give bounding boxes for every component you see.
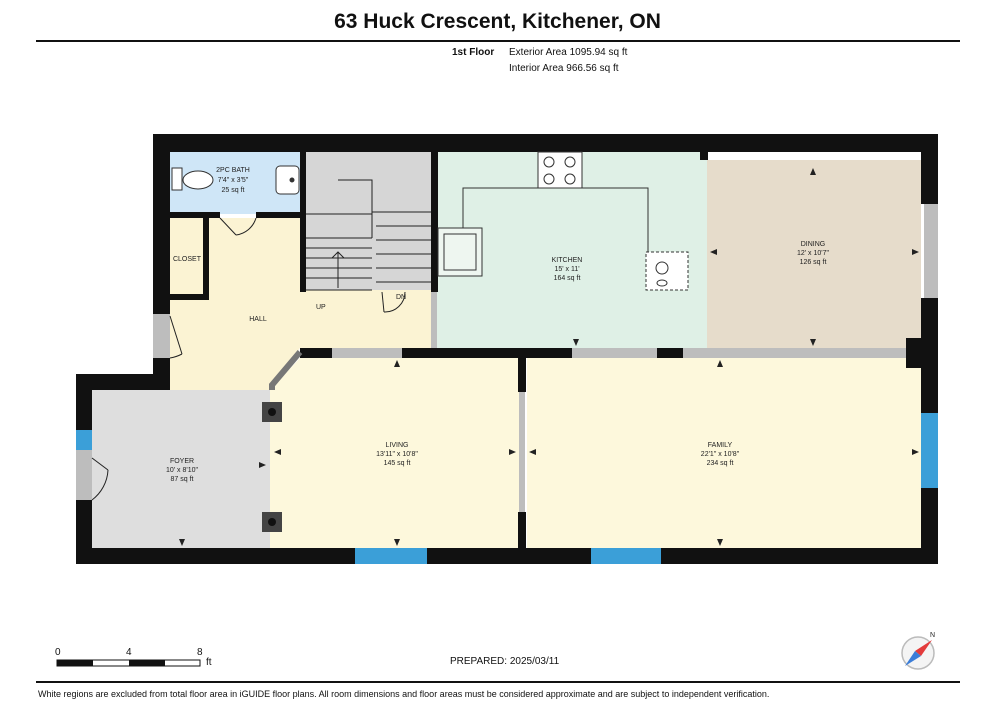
closet-name: CLOSET xyxy=(173,256,202,263)
kitchen-fixtures xyxy=(437,151,689,291)
prepared-date: PREPARED: 2025/03/11 xyxy=(450,656,560,667)
scale-bar xyxy=(56,659,201,667)
stairs-down-label: DN xyxy=(396,294,406,301)
dining-name: DINING xyxy=(801,241,826,248)
windows xyxy=(76,413,938,564)
dining-fill xyxy=(707,160,921,348)
scale-mark-4: 4 xyxy=(126,647,132,658)
living-dims: 13'11" x 10'8" xyxy=(376,451,418,458)
bath-area: 25 sq ft xyxy=(222,187,245,194)
columns xyxy=(262,402,282,532)
scale-mark-8: 8 xyxy=(197,647,203,658)
foyer-fill xyxy=(92,390,270,548)
stairs-up-label: UP xyxy=(316,304,326,311)
foyer-area: 87 sq ft xyxy=(171,476,194,483)
dining-dims: 12' x 10'7" xyxy=(797,250,830,257)
foyer-name: FOYER xyxy=(170,458,194,465)
bath-fixtures xyxy=(171,165,300,195)
kitchen-name: KITCHEN xyxy=(552,257,583,264)
scale-mark-0: 0 xyxy=(55,647,61,658)
dining-area: 126 sq ft xyxy=(800,259,827,266)
openings xyxy=(76,204,938,512)
kitchen-dims: 15' x 11' xyxy=(554,266,579,273)
exterior-area: Exterior Area 1095.94 sq ft xyxy=(509,47,628,58)
floor-name: 1st Floor xyxy=(452,47,495,58)
family-area: 234 sq ft xyxy=(707,460,734,467)
compass-north: N xyxy=(930,632,935,639)
interior-walls xyxy=(170,152,924,550)
compass-icon: N xyxy=(901,632,935,670)
interior-area: Interior Area 966.56 sq ft xyxy=(509,63,619,74)
scale-unit: ft xyxy=(206,657,212,668)
hall-name: HALL xyxy=(249,316,267,323)
angled-wall xyxy=(269,350,303,390)
footer-rule xyxy=(36,681,960,683)
doors xyxy=(91,217,406,501)
page-title: 63 Huck Crescent, Kitchener, ON xyxy=(334,10,661,33)
family-name: FAMILY xyxy=(708,442,733,449)
exterior-walls xyxy=(76,134,938,564)
living-fill xyxy=(270,358,520,548)
bath-name: 2PC BATH xyxy=(216,167,250,174)
dimension-markers xyxy=(179,168,919,546)
foyer-dims: 10' x 8'10" xyxy=(166,467,199,474)
family-dims: 22'1" x 10'8" xyxy=(701,451,740,458)
disclaimer: White regions are excluded from total fl… xyxy=(38,689,770,699)
kitchen-area: 164 sq ft xyxy=(554,275,581,282)
bath-dims: 7'4" x 3'5" xyxy=(218,177,249,184)
living-area: 145 sq ft xyxy=(384,460,411,467)
living-name: LIVING xyxy=(386,442,409,449)
title-rule xyxy=(36,40,960,42)
staircase xyxy=(306,179,431,291)
hall-fill xyxy=(170,218,432,390)
family-fill xyxy=(527,358,921,548)
stairs-fill xyxy=(303,152,433,290)
